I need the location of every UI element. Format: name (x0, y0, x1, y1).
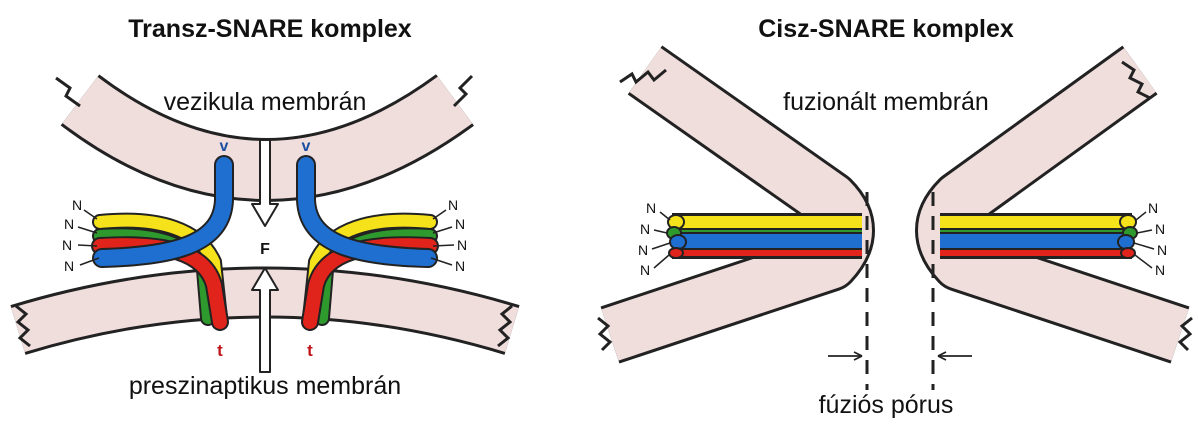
n-terminal-label: N (1157, 242, 1167, 258)
t-snare-label-left: t (217, 341, 223, 360)
fusion-pore-label: fúziós pórus (819, 391, 954, 419)
n-terminals-cis-left: N N N N (638, 200, 670, 278)
cis-snare-panel: Cisz-SNARE komplex fuzionált membrán (598, 15, 1192, 419)
n-terminal-label: N (455, 216, 465, 232)
n-terminal-label: N (457, 237, 467, 253)
n-terminal-label: N (1148, 200, 1158, 216)
pore-arrow-right (938, 352, 972, 360)
n-terminal-label: N (1155, 221, 1165, 237)
n-terminal-label: N (1155, 262, 1165, 278)
n-terminal-label: N (455, 258, 465, 274)
v-snare-label-right: v (302, 138, 311, 155)
cis-snare-bundle-left (667, 213, 862, 259)
t-snare-label-right: t (307, 341, 313, 360)
n-terminal-label: N (640, 262, 650, 278)
n-terminal-label: N (72, 197, 82, 213)
vesicle-membrane-label: vezikula membrán (164, 88, 367, 116)
vesicle-torn-edge-right (454, 76, 472, 106)
force-label: F (260, 241, 270, 258)
n-terminal-label: N (640, 221, 650, 237)
n-terminals-cis-right: N N N N (1134, 200, 1167, 278)
n-terminal-label: N (64, 216, 74, 232)
trans-snare-title: Transz-SNARE komplex (128, 15, 412, 43)
cis-snare-title: Cisz-SNARE komplex (758, 15, 1014, 43)
force-arrow-up (252, 268, 278, 372)
n-terminal-label: N (64, 258, 74, 274)
n-terminal-label: N (448, 197, 458, 213)
v-snare-label-left: v (220, 138, 229, 155)
presynaptic-membrane-label: preszinaptikus membrán (129, 372, 401, 400)
vesicle-torn-edge-left (56, 78, 80, 106)
fused-membrane-label: fuzionált membrán (783, 88, 989, 116)
n-terminal-label: N (646, 200, 656, 216)
trans-snare-panel: Transz-SNARE komplex vezikula membrán pr… (16, 15, 512, 400)
n-terminal-label: N (62, 237, 72, 253)
n-terminal-label: N (638, 242, 648, 258)
pore-arrow-left (828, 352, 862, 360)
cis-snare-bundle-right (940, 213, 1137, 259)
